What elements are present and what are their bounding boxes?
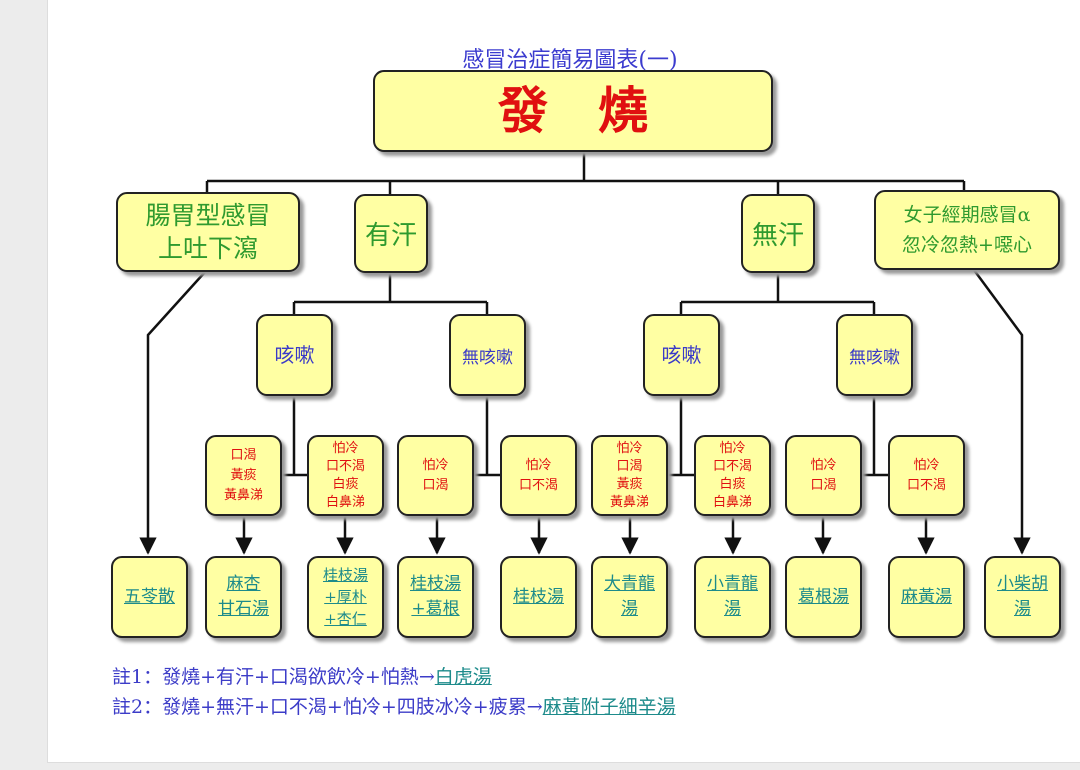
formula-maxing-shigan-label[interactable]: 麻杏 甘石湯 bbox=[218, 574, 269, 619]
root-node-fever: 發 燒 bbox=[373, 70, 773, 152]
node-sweat-no-cough: 無咳嗽 bbox=[449, 314, 526, 396]
symptom-box-5: 怕冷 口渴 黃痰 黃鼻涕 bbox=[591, 435, 668, 516]
symptom-box-3: 怕冷 口渴 bbox=[397, 435, 474, 516]
node-nosweat-no-cough: 無咳嗽 bbox=[836, 314, 913, 396]
node-sweat-no-cough-label: 無咳嗽 bbox=[462, 347, 513, 368]
formula-guizhi-gegen[interactable]: 桂枝湯 +葛根 bbox=[397, 556, 474, 638]
note-1: 註1：發燒+有汗+口渴欲飲冷+怕熱→白虎湯 bbox=[112, 662, 492, 689]
note-2-text: 註2：發燒+無汗+口不渴+怕冷+四肢冰冷+疲累→ bbox=[112, 696, 543, 718]
chart-title: 感冒治症簡易圖表(一) bbox=[462, 48, 678, 73]
node-no-sweating-label: 無汗 bbox=[751, 221, 804, 251]
formula-guizhi-tang[interactable]: 桂枝湯 bbox=[500, 556, 577, 638]
formula-guizhi-houpu-xingren-label[interactable]: 桂枝湯 +厚朴 +杏仁 bbox=[322, 566, 368, 628]
node-sweat-cough: 咳嗽 bbox=[256, 314, 333, 396]
symptom-box-4: 怕冷 口不渴 bbox=[500, 435, 577, 516]
formula-xiao-chaihu-label[interactable]: 小柴胡 湯 bbox=[997, 574, 1048, 619]
symptom-box-6: 怕冷 口不渴 白痰 白鼻涕 bbox=[694, 435, 771, 516]
node-menstrual-cold: 女子經期感冒α 忽冷忽熱+噁心 bbox=[874, 190, 1060, 270]
formula-gegen-tang-label[interactable]: 葛根湯 bbox=[798, 586, 849, 607]
symptom-box-1-label: 口渴 黃痰 黃鼻涕 bbox=[223, 447, 263, 503]
node-sweat-cough-label: 咳嗽 bbox=[274, 343, 315, 367]
symptom-box-6-label: 怕冷 口不渴 白痰 白鼻涕 bbox=[712, 440, 752, 510]
node-gi-cold: 腸胃型感冒 上吐下瀉 bbox=[116, 192, 300, 272]
symptom-box-2-label: 怕冷 口不渴 白痰 白鼻涕 bbox=[325, 440, 365, 510]
node-nosweat-no-cough-label: 無咳嗽 bbox=[849, 347, 900, 368]
symptom-box-1: 口渴 黃痰 黃鼻涕 bbox=[205, 435, 282, 516]
node-nosweat-cough: 咳嗽 bbox=[643, 314, 720, 396]
formula-gegen-tang[interactable]: 葛根湯 bbox=[785, 556, 862, 638]
node-no-sweating: 無汗 bbox=[741, 194, 815, 273]
formula-xiao-qinglong-label[interactable]: 小青龍 湯 bbox=[707, 574, 758, 619]
note-1-link[interactable]: 白虎湯 bbox=[434, 666, 492, 688]
symptom-box-7: 怕冷 口渴 bbox=[785, 435, 862, 516]
node-sweating: 有汗 bbox=[354, 194, 428, 273]
symptom-box-2: 怕冷 口不渴 白痰 白鼻涕 bbox=[307, 435, 384, 516]
note-2-link[interactable]: 麻黃附子細辛湯 bbox=[542, 696, 676, 718]
root-label: 發 燒 bbox=[498, 81, 648, 140]
symptom-box-5-label: 怕冷 口渴 黃痰 黃鼻涕 bbox=[609, 440, 649, 510]
node-sweating-label: 有汗 bbox=[364, 221, 417, 251]
formula-guizhi-tang-label[interactable]: 桂枝湯 bbox=[513, 586, 564, 607]
symptom-box-8: 怕冷 口不渴 bbox=[888, 435, 965, 516]
node-menstrual-cold-label: 女子經期感冒α 忽冷忽熱+噁心 bbox=[902, 204, 1032, 256]
formula-da-qinglong[interactable]: 大青龍 湯 bbox=[591, 556, 668, 638]
formula-mahuang-tang[interactable]: 麻黃湯 bbox=[888, 556, 965, 638]
node-nosweat-cough-label: 咳嗽 bbox=[661, 343, 702, 367]
note-2: 註2：發燒+無汗+口不渴+怕冷+四肢冰冷+疲累→麻黃附子細辛湯 bbox=[112, 692, 676, 719]
formula-wuling-san[interactable]: 五苓散 bbox=[111, 556, 188, 638]
formula-maxing-shigan[interactable]: 麻杏 甘石湯 bbox=[205, 556, 282, 638]
formula-mahuang-tang-label[interactable]: 麻黃湯 bbox=[901, 586, 952, 607]
formula-wuling-san-label[interactable]: 五苓散 bbox=[124, 586, 175, 607]
symptom-box-3-label: 怕冷 口渴 bbox=[422, 457, 449, 493]
symptom-box-8-label: 怕冷 口不渴 bbox=[906, 457, 946, 493]
formula-guizhi-houpu-xingren[interactable]: 桂枝湯 +厚朴 +杏仁 bbox=[307, 556, 384, 638]
note-1-text: 註1：發燒+有汗+口渴欲飲冷+怕熱→ bbox=[112, 666, 435, 688]
node-gi-cold-label: 腸胃型感冒 上吐下瀉 bbox=[145, 201, 271, 263]
formula-guizhi-gegen-label[interactable]: 桂枝湯 +葛根 bbox=[410, 574, 461, 619]
symptom-box-7-label: 怕冷 口渴 bbox=[810, 457, 837, 493]
formula-xiao-qinglong[interactable]: 小青龍 湯 bbox=[694, 556, 771, 638]
formula-da-qinglong-label[interactable]: 大青龍 湯 bbox=[604, 574, 655, 619]
symptom-box-4-label: 怕冷 口不渴 bbox=[518, 457, 558, 493]
formula-xiao-chaihu[interactable]: 小柴胡 湯 bbox=[984, 556, 1061, 638]
